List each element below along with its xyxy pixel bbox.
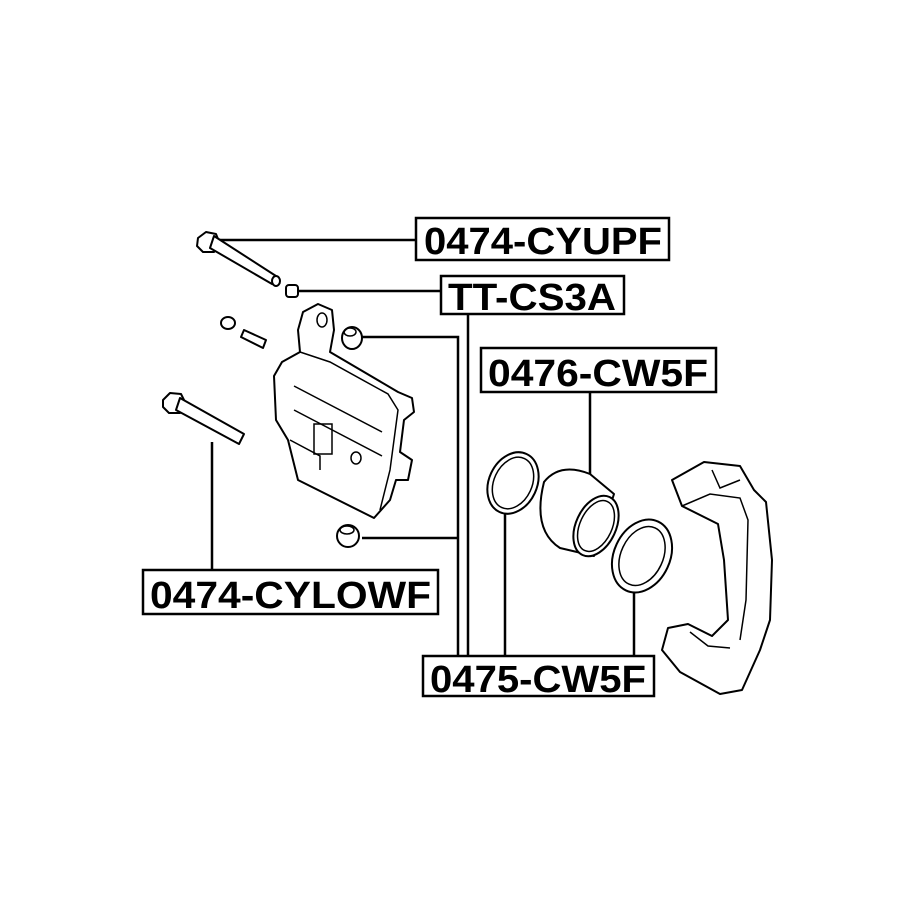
label-tt-cs3a: TT-CS3A — [439, 274, 626, 319]
upper-guide-pin-bolt — [196, 231, 281, 287]
caliper-body — [273, 303, 415, 519]
svg-text:TT-CS3A: TT-CS3A — [448, 277, 616, 319]
bleeder-screw — [220, 316, 267, 349]
label-0475-cw5f: 0475-CW5F — [421, 654, 656, 701]
svg-text:0475-CW5F: 0475-CW5F — [430, 659, 646, 701]
dust-boot — [610, 518, 674, 594]
piston — [539, 468, 620, 558]
label-0474-cylowf: 0474-CYLOWF — [141, 568, 440, 617]
label-0474-cyupf: 0474-CYUPF — [414, 216, 671, 263]
leader-lines — [210, 238, 636, 656]
svg-text:0476-CW5F: 0476-CW5F — [488, 353, 708, 395]
lower-bushing — [336, 524, 360, 548]
svg-text:0474-CYUPF: 0474-CYUPF — [424, 221, 662, 263]
lower-guide-pin-bolt — [162, 392, 245, 445]
svg-text:0474-CYLOWF: 0474-CYLOWF — [150, 575, 431, 617]
caliper-bracket — [661, 461, 773, 695]
piston-seal-ring — [486, 451, 540, 515]
upper-pin-boot — [285, 284, 299, 298]
upper-bushing — [341, 326, 363, 350]
label-0476-cw5f: 0476-CW5F — [479, 346, 718, 395]
